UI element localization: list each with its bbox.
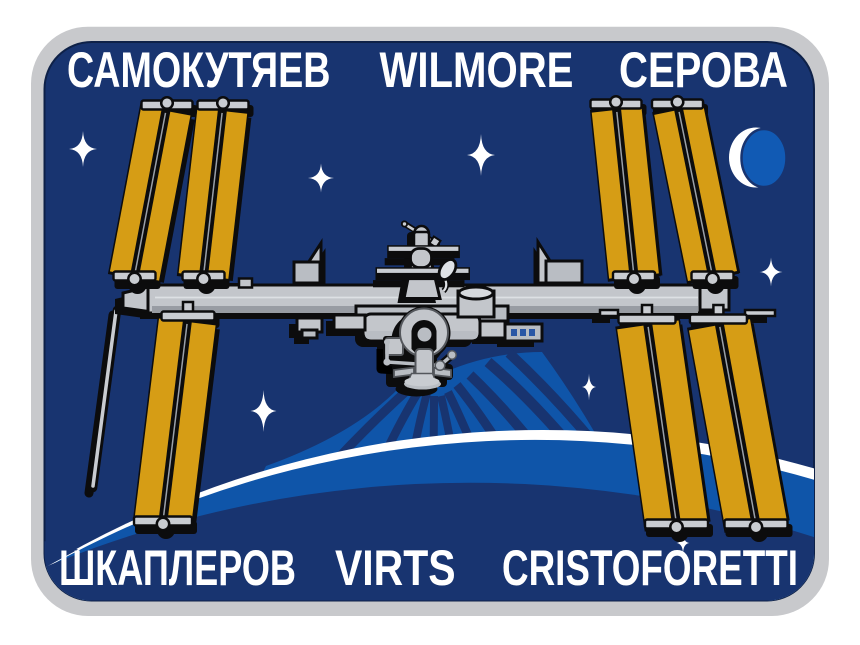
- svg-text:ШКАПЛЕРОВ: ШКАПЛЕРОВ: [59, 540, 296, 596]
- svg-text:СЕРОВА: СЕРОВА: [619, 42, 788, 98]
- svg-text:WILMORE: WILMORE: [380, 42, 574, 98]
- svg-text:САМОКУТЯЕВ: САМОКУТЯЕВ: [67, 43, 330, 98]
- svg-text:CRISTOFORETTI: CRISTOFORETTI: [502, 541, 798, 597]
- svg-text:VIRTS: VIRTS: [335, 540, 456, 596]
